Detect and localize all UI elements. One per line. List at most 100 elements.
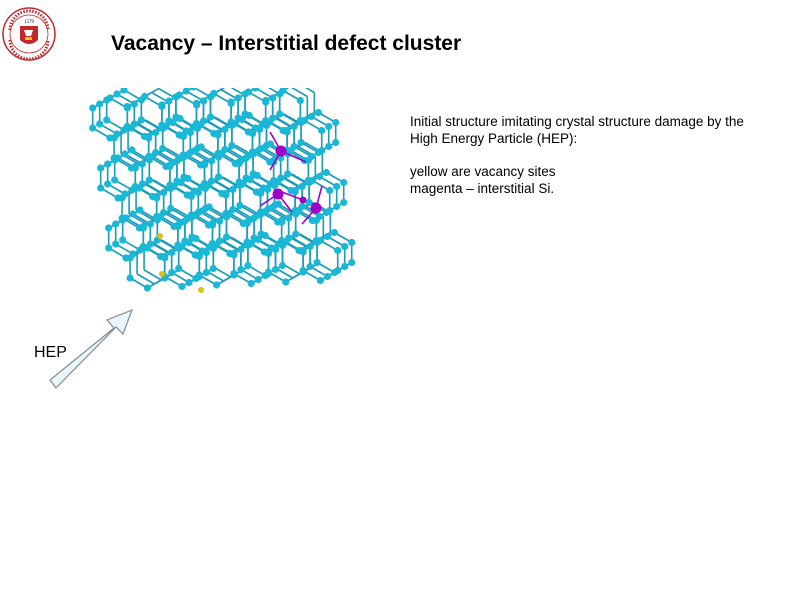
silicon-atom [174, 221, 182, 229]
silicon-atom [192, 99, 201, 108]
silicon-atom [161, 252, 169, 261]
silicon-atom [112, 220, 120, 228]
defect-layer [157, 131, 323, 293]
silicon-atom [315, 172, 323, 181]
silicon-atom [158, 101, 166, 109]
silicon-atom [264, 248, 273, 256]
silicon-atom [183, 151, 191, 159]
silicon-atom [271, 245, 280, 254]
silicon-atom [269, 94, 277, 102]
silicon-atom [348, 258, 356, 267]
silicon-atom [237, 265, 245, 274]
silicon-atom [143, 284, 151, 292]
silicon-atom [276, 110, 284, 118]
silicon-atom [292, 230, 300, 238]
silicon-atom [202, 248, 210, 257]
silicon-atom [179, 131, 187, 139]
silicon-atom [227, 98, 235, 106]
silicon-atom [131, 162, 139, 171]
silicon-atom [207, 157, 216, 165]
silicon-atom [177, 178, 185, 187]
silicon-atom [200, 159, 209, 168]
silicon-atom [266, 140, 274, 148]
silicon-atom [112, 240, 120, 248]
bond [290, 88, 308, 98]
silicon-atom [325, 122, 333, 131]
silicon-atom [214, 129, 222, 138]
interstitial-atom [275, 145, 287, 157]
silicon-atom [126, 274, 134, 282]
silicon-atom [243, 218, 251, 226]
silicon-atom [205, 203, 213, 211]
silicon-atom [308, 176, 316, 185]
silicon-atom [235, 158, 243, 166]
silicon-atom [186, 128, 194, 137]
silicon-atom [245, 111, 253, 120]
hep-arrow-shape [49, 308, 134, 389]
silicon-atom [244, 88, 252, 96]
silicon-atom [297, 138, 305, 147]
interstitial-bond [281, 191, 304, 201]
silicon-atom [187, 191, 195, 199]
silicon-atom [332, 118, 340, 127]
silicon-atom [194, 188, 202, 197]
silicon-atom [169, 118, 177, 127]
description-paragraph: Initial structure imitating crystal stru… [410, 114, 744, 146]
silicon-atom [231, 119, 239, 128]
silicon-atom [170, 182, 178, 191]
silicon-atom [152, 128, 160, 137]
silicon-atom [157, 212, 165, 221]
silicon-atom [146, 220, 154, 228]
silicon-atom [250, 214, 258, 222]
silicon-atom [334, 266, 342, 275]
silicon-atom [119, 236, 127, 244]
silicon-atom [145, 132, 153, 141]
silicon-atom [189, 88, 197, 91]
silicon-atom [113, 90, 121, 98]
silicon-atom [121, 150, 129, 158]
vacancy-site [159, 271, 165, 277]
silicon-atom [89, 124, 97, 132]
silicon-atom [263, 185, 272, 194]
silicon-atom [120, 88, 128, 94]
silicon-atom [105, 244, 113, 252]
silicon-atom [218, 149, 226, 158]
silicon-atom [213, 281, 221, 289]
silicon-atom [296, 96, 304, 105]
silicon-atom [264, 268, 273, 276]
silicon-atom [285, 214, 293, 222]
silicon-atom [175, 91, 183, 99]
silicon-atom [168, 248, 176, 257]
silicon-atom [239, 179, 247, 188]
silicon-atom [145, 176, 153, 184]
silicon-atom [137, 116, 145, 124]
bond [143, 269, 162, 281]
silicon-atom [178, 282, 186, 291]
silicon-atom [330, 228, 338, 237]
silicon-atom [130, 100, 138, 108]
silicon-atom [274, 178, 282, 186]
silicon-atom [185, 278, 193, 287]
silicon-atom [304, 156, 312, 165]
silicon-atom [299, 266, 307, 275]
silicon-atom [314, 108, 322, 117]
silicon-atom [190, 147, 198, 155]
silicon-atom [143, 244, 151, 252]
silicon-atom [89, 104, 97, 112]
silicon-atom [246, 175, 254, 184]
silicon-atom [348, 238, 356, 247]
silicon-atom [253, 171, 261, 180]
hep-label: HEP [34, 344, 67, 361]
silicon-atom [316, 276, 324, 285]
silicon-atom [106, 94, 114, 102]
silicon-atom [229, 185, 237, 194]
silicon-atom [333, 182, 341, 191]
silicon-atom [267, 204, 275, 212]
silicon-atom [206, 113, 215, 121]
atom-layer [89, 88, 356, 292]
silicon-atom [334, 246, 342, 255]
interstitial-legend-text: magenta – interstitial Si. [410, 181, 555, 196]
silicon-atom [295, 206, 303, 215]
silicon-atom [215, 217, 224, 225]
silicon-atom [181, 217, 189, 225]
